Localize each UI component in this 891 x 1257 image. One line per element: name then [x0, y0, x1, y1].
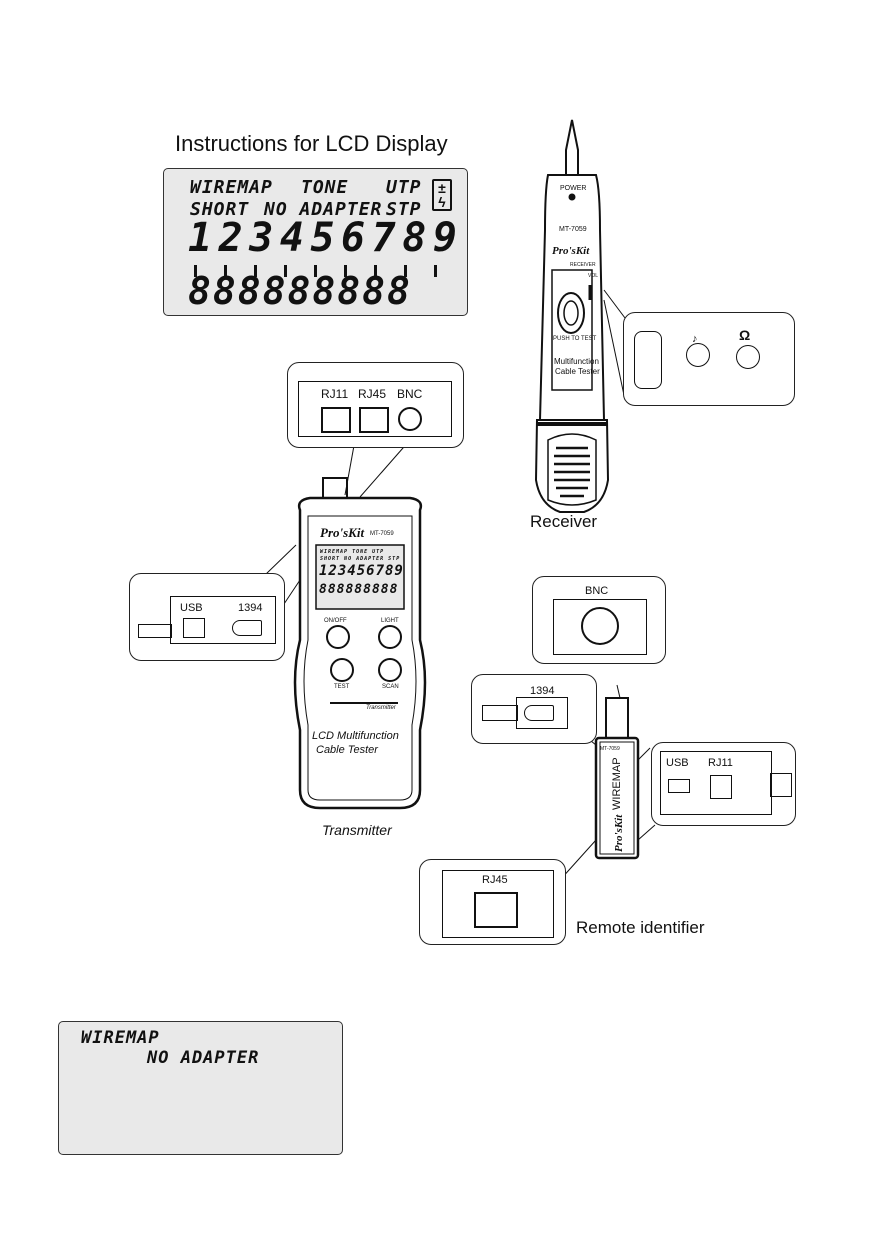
transmitter-sub-label: Transmitter: [366, 705, 396, 711]
lcd-tick-row: [194, 265, 456, 277]
transmitter-brand-logo: Pro'sKit: [320, 525, 365, 540]
bnc-port-icon: [398, 407, 422, 431]
firewire-panel: [516, 697, 568, 729]
rj45-port-icon: [359, 407, 389, 433]
lcd-digit: 7: [371, 215, 397, 261]
bottom-lcd-wiremap: WIREMAP: [81, 1028, 160, 1048]
transmitter-caption: Transmitter: [322, 822, 392, 838]
lcd-digit: 3: [249, 215, 275, 261]
headphone-jack: [736, 345, 760, 369]
bottom-lcd-panel: WIREMAP NO ADAPTER: [58, 1021, 343, 1155]
bnc-connector-icon: [581, 607, 619, 645]
lcd-digit: 1: [188, 215, 214, 261]
receiver-sub-label: RECEIVER: [570, 262, 596, 268]
microphone-icon: ♪: [692, 333, 698, 345]
lcd-digit: 2: [218, 215, 244, 261]
lcd-tone: TONE: [301, 177, 349, 198]
receiver-model: MT-7059: [559, 226, 587, 233]
transmitter-side-callout: USB 1394: [129, 573, 285, 661]
remote-1394-label: 1394: [530, 685, 555, 697]
receiver-caption: Receiver: [530, 512, 598, 531]
remote-rj45-label: RJ45: [482, 874, 508, 886]
receiver-vol-label: VOL: [588, 273, 599, 279]
mini-lcd-line2: SHORT NO ADAPTER STP: [320, 556, 401, 562]
remote-rj11-label: RJ11: [708, 757, 733, 769]
receiver-side-panel: [634, 331, 662, 389]
lcd-instructions-title: Instructions for LCD Display: [175, 131, 448, 156]
receiver-push-label: PUSH TO TEST: [553, 336, 597, 342]
receiver-side-callout: ♪ Ω: [623, 312, 795, 406]
button-label-onoff: ON/OFF: [324, 618, 347, 624]
remote-model: MT-7059: [600, 746, 620, 752]
remote-cable-stub: [482, 705, 518, 721]
remote-rj45-callout: RJ45: [419, 859, 566, 945]
lcd-utp: UTP: [386, 177, 422, 198]
receiver-desc1: Multifunction: [554, 357, 599, 366]
port-label-bnc: BNC: [397, 387, 423, 401]
transmitter-top-callout: RJ11 RJ45 BNC: [287, 362, 464, 448]
mini-lcd-line1: WIREMAP TONE UTP: [320, 549, 385, 555]
button-label-test: TEST: [334, 684, 350, 690]
port-panel: [298, 381, 452, 437]
lcd-digit: 5: [310, 215, 336, 261]
lcd-digit: 8: [402, 215, 428, 261]
usb-port-icon: [183, 618, 205, 638]
cable-stub: [138, 624, 172, 638]
remote-caption: Remote identifier: [576, 918, 705, 937]
remote-brand-logo: Pro'sKit: [613, 814, 625, 852]
lcd-short: SHORT: [190, 199, 250, 220]
receiver-brand-logo: Pro'sKit: [552, 245, 590, 257]
receiver-desc2: Cable Tester: [555, 367, 600, 376]
transmitter-desc1: LCD Multifunction: [312, 730, 399, 742]
mini-lcd-line3: 123456789: [319, 563, 404, 579]
lcd-stp: STP: [386, 199, 422, 220]
remote-wiremap-label: WIREMAP: [611, 757, 623, 810]
receiver-power-label: POWER: [560, 185, 587, 192]
lcd-digit: 4: [279, 215, 305, 261]
lcd-bottom-digits: 888888888: [188, 269, 412, 313]
firewire-port-icon: [232, 620, 262, 636]
rj45-panel: [442, 870, 554, 938]
lcd-display-panel: WIREMAP TONE UTP SHORT NO ADAPTER STP ±ϟ…: [163, 168, 468, 316]
remote-usb-label: USB: [666, 757, 689, 769]
usb-rj11-panel: [660, 751, 772, 815]
remote-usb-port-icon: [668, 779, 690, 793]
lcd-digit: 6: [341, 215, 367, 261]
transmitter-model: MT-7059: [370, 531, 394, 537]
remote-bnc-label: BNC: [585, 585, 609, 597]
remote-bnc-callout: BNC: [532, 576, 666, 664]
lcd-wiremap: WIREMAP: [190, 177, 273, 198]
headphone-icon: Ω: [739, 327, 751, 343]
remote-rj45-port-icon: [474, 892, 518, 928]
port-label-rj11: RJ11: [321, 387, 349, 401]
battery-icon: ±ϟ: [432, 179, 452, 211]
lcd-digit: 9: [432, 215, 458, 261]
remote-usb-cable-stub: [770, 773, 792, 797]
mini-lcd-line4: 888888888: [319, 582, 399, 597]
lcd-no-adapter: NO ADAPTER: [264, 199, 383, 220]
remote-usb-rj11-callout: USB RJ11: [651, 742, 796, 826]
1394-label: 1394: [238, 602, 263, 614]
usb-label: USB: [180, 602, 203, 614]
remote-firewire-icon: [524, 705, 554, 721]
button-label-scan: SCAN: [382, 684, 399, 690]
transmitter-desc2: Cable Tester: [316, 744, 378, 756]
remote-1394-callout: 1394: [471, 674, 597, 744]
button-label-light: LIGHT: [381, 618, 399, 624]
remote-rj11-port-icon: [710, 775, 732, 799]
microphone-jack: [686, 343, 710, 367]
bnc-panel: [553, 599, 647, 655]
side-port-panel: [170, 596, 276, 644]
lcd-digit-row: 1 2 3 4 5 6 7 8 9: [188, 215, 458, 261]
bottom-lcd-no-adapter: NO ADAPTER: [147, 1048, 260, 1068]
rj11-port-icon: [321, 407, 351, 433]
port-label-rj45: RJ45: [358, 387, 387, 401]
